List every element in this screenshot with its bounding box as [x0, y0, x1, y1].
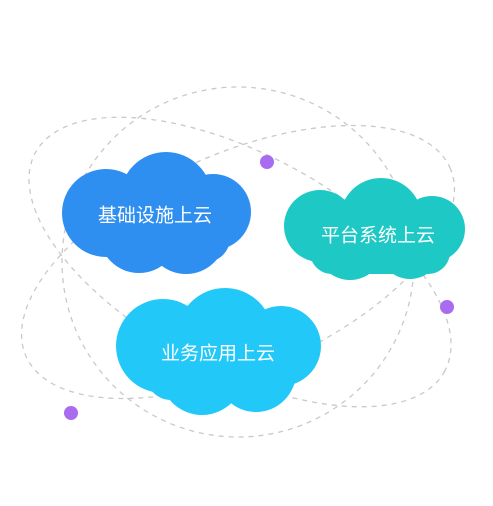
cloud-business-label: 业务应用上云	[161, 343, 275, 365]
orbit-ring-1	[20, 124, 456, 400]
orbit-dots	[64, 155, 454, 420]
cloud-infrastructure: 基础设施上云	[62, 152, 251, 274]
orbit-dot-top	[260, 155, 274, 169]
cloud-business-shape	[116, 288, 321, 415]
orbit-dot-bottom-left	[64, 406, 78, 420]
cloud-infrastructure-label: 基础设施上云	[98, 205, 212, 227]
orbit-dot-right	[440, 300, 454, 314]
cloud-infrastructure-shape	[62, 152, 251, 274]
orbit-ring-2	[28, 116, 452, 408]
cloud-platform-shape	[284, 178, 465, 280]
cloud-platform-label: 平台系统上云	[321, 225, 435, 247]
cloud-platform: 平台系统上云	[284, 178, 465, 280]
cloud-business: 业务应用上云	[116, 288, 321, 415]
